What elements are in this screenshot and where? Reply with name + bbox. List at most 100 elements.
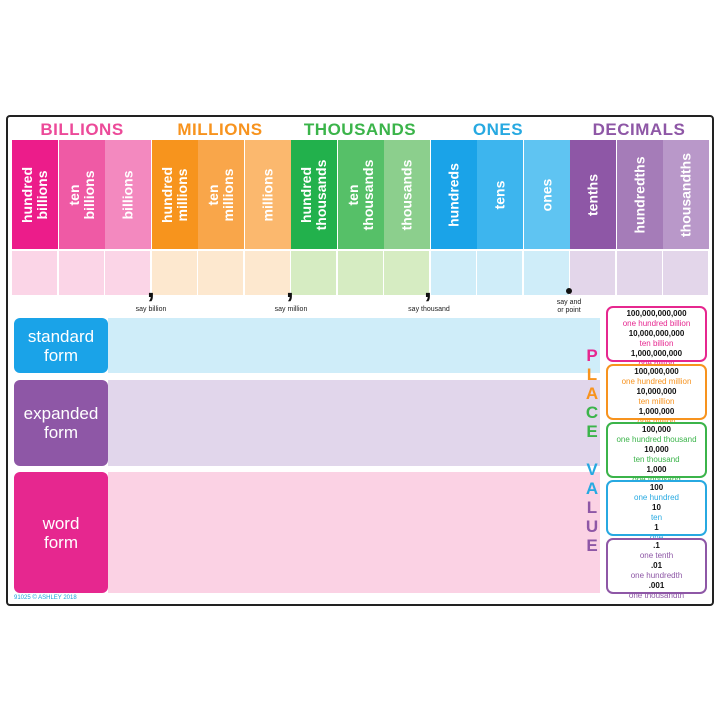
- digit-cell[interactable]: [477, 251, 522, 295]
- digit-cell[interactable]: [570, 251, 615, 295]
- column-header-hundred-thousands: hundred thousands: [291, 140, 337, 249]
- column-header-label: ten thousands: [344, 159, 376, 230]
- group-title-ones: ONES: [472, 120, 524, 139]
- reference-number: .01: [650, 561, 663, 570]
- reference-words: one thousandth: [628, 591, 685, 600]
- group-title-millions: MILLIONS: [177, 120, 263, 139]
- digit-cell[interactable]: [58, 251, 104, 295]
- column-header-label: ten billions: [65, 170, 97, 219]
- reference-words: one hundred: [634, 493, 679, 502]
- millions-comma: ,: [286, 272, 294, 303]
- reference-number: 1,000,000: [638, 407, 675, 416]
- column-header-label: ones: [538, 178, 554, 211]
- reference-number: 10: [652, 503, 661, 512]
- reference-words: ten: [650, 513, 663, 522]
- standard-form-area[interactable]: [108, 318, 600, 373]
- column-header-thousandths: thousandths: [663, 140, 709, 249]
- place-value-letter: L: [586, 498, 598, 517]
- place-value-letter: P: [586, 346, 598, 365]
- billions-comma: ,: [147, 272, 155, 303]
- group-title-thousands: THOUSANDS: [303, 120, 417, 139]
- say-thousand-label: say thousand: [408, 306, 450, 313]
- digit-cell[interactable]: [291, 251, 336, 295]
- column-header-label: hundred millions: [158, 166, 190, 223]
- reference-words: one hundred thousand: [616, 435, 697, 444]
- column-header-hundred-billions: hundred billions: [12, 140, 58, 249]
- column-header-tenths: tenths: [570, 140, 616, 249]
- digit-cell[interactable]: [523, 251, 569, 295]
- reference-number: .001: [648, 581, 665, 590]
- column-header-hundred-millions: hundred millions: [151, 140, 198, 249]
- reference-number: .1: [653, 541, 660, 550]
- say-billion-label: say billion: [135, 306, 167, 313]
- reference-words: ten billion: [639, 339, 674, 348]
- column-header-hundredths: hundredths: [616, 140, 663, 249]
- place-value-letter: C: [585, 403, 599, 422]
- reference-number: 100: [649, 483, 664, 492]
- word-form-area[interactable]: [108, 472, 600, 593]
- column-header-label: thousandths: [677, 152, 694, 237]
- column-header-label: tens: [491, 180, 508, 209]
- digit-cell[interactable]: [430, 251, 476, 295]
- column-header-billions: billions: [105, 140, 151, 249]
- decimal-point: [566, 288, 572, 294]
- group-title-decimals: DECIMALS: [592, 120, 686, 139]
- column-header-label: billions: [119, 170, 136, 219]
- digit-cell[interactable]: [198, 251, 243, 295]
- reference-words: one million: [608, 417, 705, 427]
- say-and-label: say and or point: [556, 299, 582, 314]
- column-header-ten-billions: ten billions: [58, 140, 105, 249]
- expanded-form-label: expanded form: [14, 380, 108, 466]
- column-header-label: tenths: [584, 173, 601, 216]
- column-header-label: thousands: [398, 159, 415, 230]
- digit-cell[interactable]: [151, 251, 197, 295]
- digit-cell[interactable]: [337, 251, 383, 295]
- reference-number: 100,000: [642, 425, 671, 434]
- reference-words: one hundred billion: [622, 319, 691, 328]
- place-value-letter: U: [585, 517, 599, 536]
- reference-number: 10,000,000,000: [628, 329, 685, 338]
- column-header-ones: ones: [523, 140, 570, 249]
- reference-words: one tenth: [639, 551, 674, 560]
- place-value-letter: L: [586, 365, 598, 384]
- reference-number: 100,000,000: [634, 367, 679, 376]
- digit-cell[interactable]: [244, 251, 290, 295]
- column-header-hundreds: hundreds: [430, 140, 477, 249]
- reference-number: 10,000: [644, 445, 669, 454]
- digit-cell[interactable]: [384, 251, 429, 295]
- place-value-letter: E: [586, 422, 598, 441]
- digit-cell[interactable]: [616, 251, 662, 295]
- reference-number: 10,000,000: [636, 387, 677, 396]
- place-value-letter: A: [585, 384, 599, 403]
- column-header-label: hundreds: [445, 162, 461, 227]
- reference-words: one hundred million: [621, 377, 692, 386]
- standard-form-label: standard form: [14, 318, 108, 373]
- column-header-ten-thousands: ten thousands: [337, 140, 384, 249]
- reference-words: one hundredth: [630, 571, 683, 580]
- digit-cell[interactable]: [663, 251, 708, 295]
- place-value-letter: E: [586, 536, 598, 555]
- reference-number: 100,000,000,000: [626, 309, 687, 318]
- thousands-comma: ,: [424, 272, 432, 303]
- say-million-label: say million: [274, 306, 308, 313]
- reference-number: 1,000: [646, 465, 667, 474]
- digit-cell[interactable]: [105, 251, 150, 295]
- reference-words: ten million: [638, 397, 675, 406]
- column-header-label: millions: [259, 168, 275, 221]
- reference-words: ten thousand: [633, 455, 680, 464]
- column-header-label: ten millions: [205, 168, 236, 221]
- place-value-letter: V: [586, 460, 598, 479]
- column-header-thousands: thousands: [384, 140, 430, 249]
- reference-words: one: [608, 533, 705, 543]
- reference-words: one billion: [608, 359, 705, 369]
- digit-cell[interactable]: [12, 251, 57, 295]
- expanded-form-area[interactable]: [108, 380, 600, 466]
- column-header-label: hundredths: [631, 156, 647, 233]
- column-header-millions: millions: [244, 140, 291, 249]
- reference-words: one thousand: [608, 475, 705, 485]
